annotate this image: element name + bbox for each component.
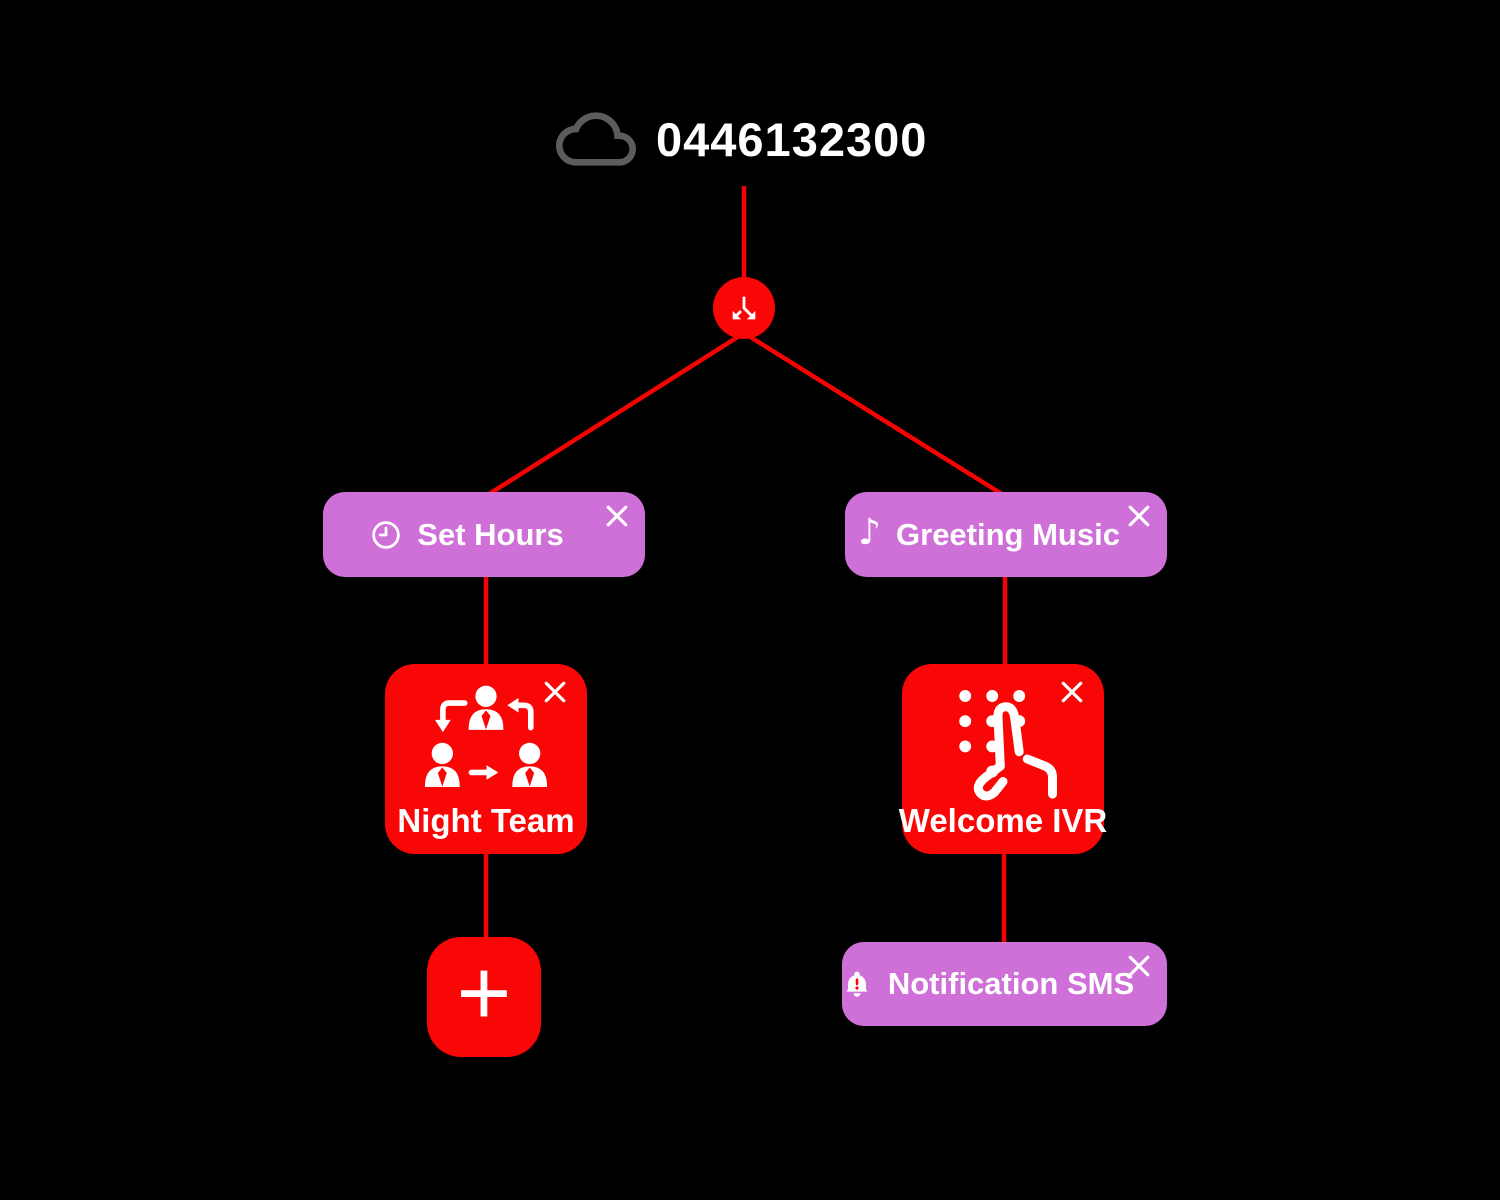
close-icon bbox=[544, 681, 566, 703]
connector-line bbox=[484, 331, 746, 498]
close-button[interactable] bbox=[1119, 946, 1159, 986]
phone-number-node[interactable]: 0446132300 bbox=[556, 108, 927, 170]
close-button[interactable] bbox=[535, 672, 575, 712]
dialpad-touch-icon bbox=[959, 690, 1057, 801]
call-split-node[interactable] bbox=[713, 277, 775, 339]
close-button[interactable] bbox=[597, 496, 637, 536]
clock-icon bbox=[372, 520, 401, 549]
node-set-hours[interactable]: Set Hours bbox=[323, 492, 645, 577]
close-icon bbox=[1128, 505, 1150, 527]
node-label: Night Team bbox=[397, 802, 575, 839]
add-node-button[interactable]: + bbox=[427, 937, 541, 1057]
node-night-team[interactable]: Night Team bbox=[385, 664, 587, 854]
connector-line bbox=[742, 331, 1007, 498]
close-icon bbox=[1061, 681, 1083, 703]
node-label: Notification SMS bbox=[887, 966, 1135, 1001]
cloud-icon bbox=[556, 112, 636, 166]
node-label: Set Hours bbox=[417, 516, 564, 552]
node-label: Greeting Music bbox=[896, 516, 1120, 552]
node-greeting-music[interactable]: ♪ Greeting Music bbox=[845, 492, 1167, 577]
alert-bell-icon bbox=[846, 971, 868, 997]
close-button[interactable] bbox=[1119, 496, 1159, 536]
call-split-icon bbox=[732, 296, 756, 320]
node-label: Welcome IVR bbox=[898, 802, 1108, 839]
phone-number: 0446132300 bbox=[656, 112, 928, 166]
node-notification-sms[interactable]: Notification SMS bbox=[842, 942, 1167, 1026]
team-transfer-icon bbox=[424, 685, 548, 788]
close-icon bbox=[606, 505, 628, 527]
close-icon bbox=[1128, 955, 1150, 977]
node-welcome-ivr[interactable]: Welcome IVR bbox=[898, 664, 1108, 854]
close-button[interactable] bbox=[1052, 672, 1092, 712]
music-note-icon: ♪ bbox=[858, 511, 882, 553]
